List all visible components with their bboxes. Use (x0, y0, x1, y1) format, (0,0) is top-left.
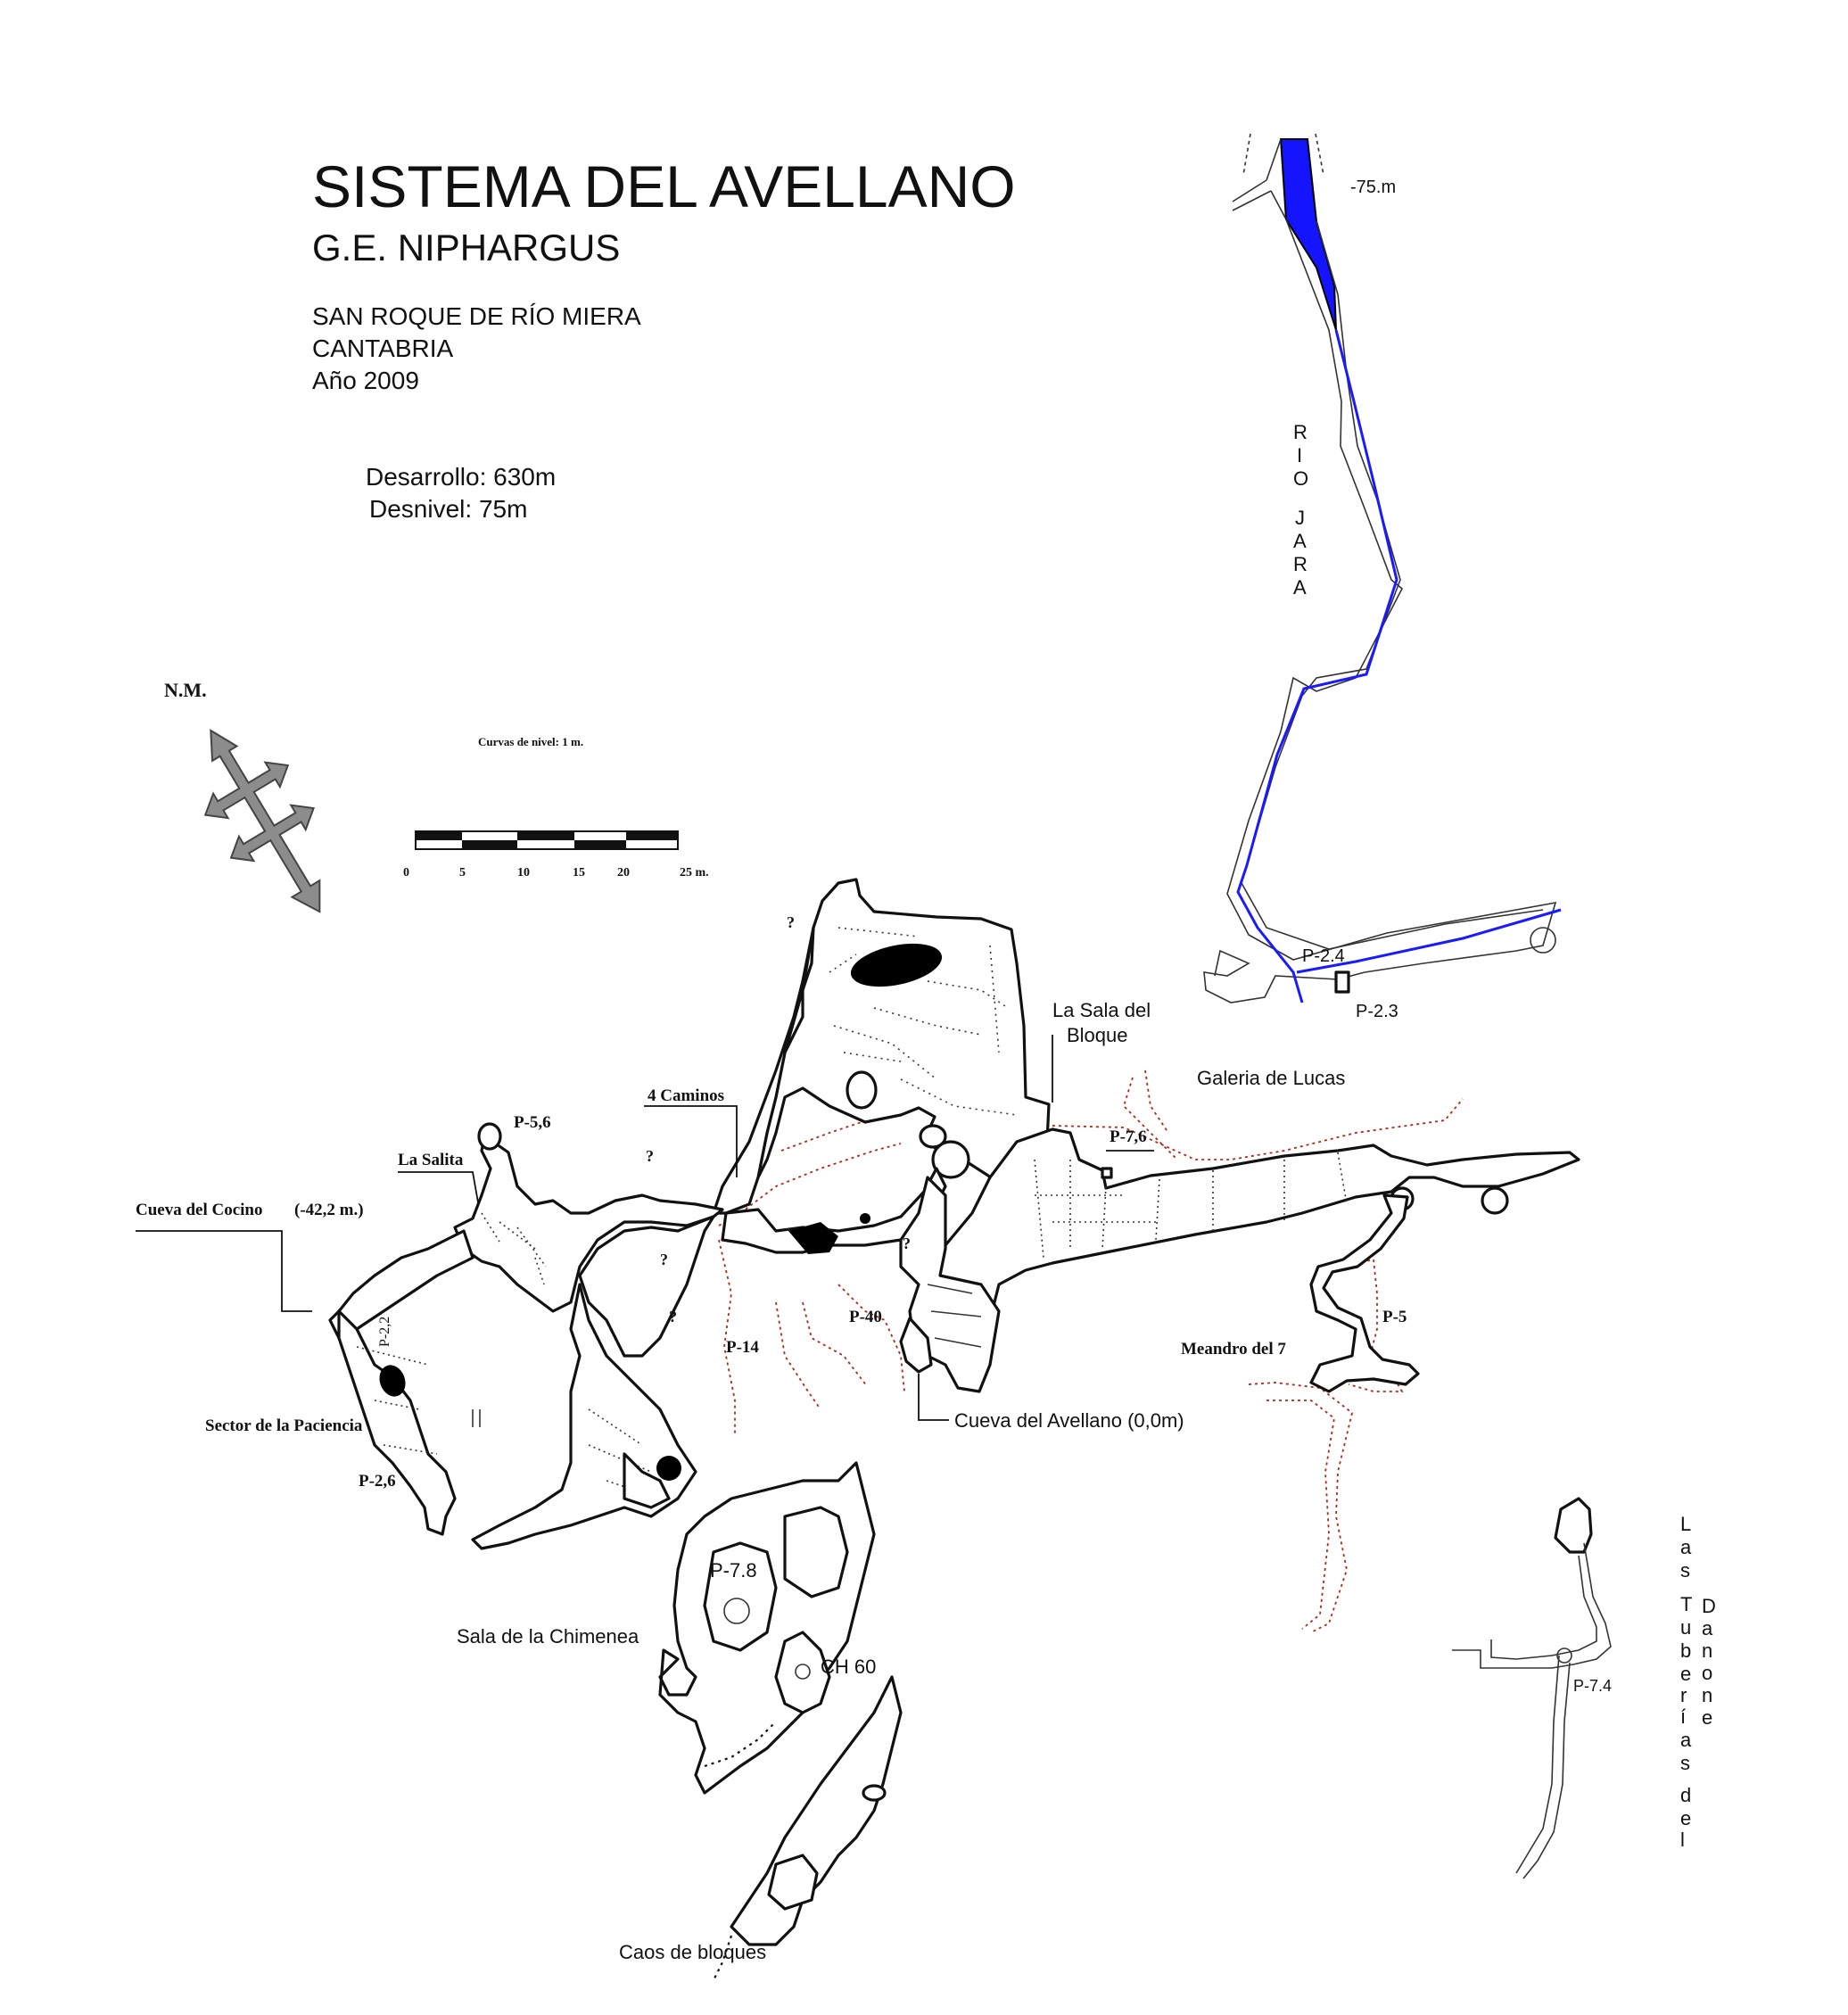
p26-label: P-2,6 (359, 1472, 396, 1491)
cueva-avellano-label: Cueva del Avellano (0,0m) (954, 1409, 1184, 1432)
north-arrow-icon (203, 729, 321, 913)
map-group: G.E. NIPHARGUS (312, 227, 620, 268)
tuberias-letter: r (1680, 1684, 1687, 1706)
tuberias-letter: s (1680, 1752, 1690, 1774)
tuberias-del-danone (1452, 1497, 1612, 1879)
rio-letter-o: O (1293, 467, 1308, 490)
tuberias-letter: a (1680, 1729, 1692, 1751)
cueva-cocino-label: Cueva del Cocino (136, 1201, 263, 1219)
tuberias-letter: í (1680, 1705, 1686, 1728)
rio-letter-i: I (1297, 444, 1302, 467)
p22-label: P-2,2 (377, 1317, 392, 1347)
leader-la-salita (398, 1171, 479, 1203)
sump-depth-label: -75.m (1350, 178, 1396, 197)
map-location-2: CANTABRIA (312, 334, 453, 362)
caos-label: Caos de bloques (619, 1941, 766, 1963)
cueva-del-avellano (899, 1176, 1001, 1393)
p76-label: P-7,6 (1110, 1127, 1147, 1146)
sala-de-la-chimenea (658, 1461, 876, 1795)
danone-letter: n (1702, 1639, 1712, 1662)
west-section (328, 1122, 724, 1358)
danone-letter: D (1702, 1595, 1716, 1617)
la-salita-label: La Salita (398, 1151, 464, 1169)
rio-jara-passage (1203, 133, 1562, 1003)
map-location-1: SAN ROQUE DE RÍO MIERA (312, 302, 641, 330)
scale-bar (415, 830, 679, 850)
leader-4-caminos (644, 1105, 738, 1177)
tuberias-letter: u (1680, 1616, 1691, 1639)
danone-letter: a (1702, 1617, 1713, 1639)
cocino-depth-label: (-42,2 m.) (294, 1201, 364, 1219)
jara-letter-a1: A (1293, 530, 1307, 552)
scale-tick-15: 15 (573, 866, 585, 879)
sector-de-la-paciencia (337, 1309, 481, 1536)
danone-letter: o (1702, 1662, 1712, 1684)
sala-del-bloque (756, 878, 1051, 1197)
central-chamber (471, 1283, 697, 1550)
caos-de-bloques (713, 1675, 903, 1981)
p56-label: P-5,6 (514, 1113, 551, 1132)
p14-label: P-14 (726, 1338, 759, 1357)
galeria-lucas-label: Galeria de Lucas (1197, 1067, 1345, 1089)
scale-tick-0: 0 (403, 866, 409, 879)
scale-tick-5: 5 (459, 866, 466, 879)
meandro-del-7 (1309, 1193, 1420, 1393)
leader-cueva-avellano (918, 1374, 949, 1421)
question-mark-3: ? (660, 1251, 668, 1268)
question-mark-1: ? (787, 913, 795, 931)
p74-label: P-7.4 (1573, 1677, 1612, 1695)
depth-stat: Desnivel: 75m (369, 495, 527, 523)
question-mark-4: ? (669, 1308, 677, 1325)
p5-label: P-5 (1382, 1308, 1407, 1326)
p23-label: P-2.3 (1356, 1002, 1398, 1021)
sala-chimenea-label: Sala de la Chimenea (457, 1625, 639, 1648)
tuberias-letter: l (1680, 1829, 1685, 1851)
sector-paciencia-label: Sector de la Paciencia (205, 1416, 363, 1435)
meandro-label: Meandro del 7 (1181, 1340, 1286, 1358)
scale-tick-20: 20 (617, 866, 630, 879)
p78-label: P-7.8 (710, 1559, 757, 1581)
north-label: N.M. (164, 679, 207, 701)
p40-label: P-40 (849, 1308, 882, 1326)
tuberias-letter: T (1680, 1593, 1692, 1615)
jara-letter-a2: A (1293, 576, 1307, 599)
map-year: Año 2009 (312, 367, 419, 394)
tuberias-letter: s (1680, 1559, 1690, 1581)
jara-letter-r: R (1293, 553, 1308, 575)
jara-letter-j: J (1295, 507, 1305, 529)
danone-letter: e (1702, 1706, 1712, 1729)
sala-bloque-label-1: La Sala del (1052, 999, 1151, 1021)
cuatro-caminos (712, 926, 947, 1254)
tuberias-letter: b (1680, 1639, 1691, 1662)
leader-cueva-cocino (136, 1230, 312, 1312)
question-mark-2: ? (646, 1147, 654, 1165)
cuatro-caminos-label: 4 Caminos (648, 1086, 724, 1105)
development-stat: Desarrollo: 630m (366, 463, 556, 491)
question-mark-5: ? (903, 1235, 911, 1252)
tuberias-letter: a (1680, 1536, 1692, 1558)
ch60-label: CH 60 (821, 1656, 876, 1678)
scale-tick-10: 10 (517, 866, 530, 879)
tuberias-letter: L (1680, 1513, 1691, 1535)
p24-label: P-2.4 (1302, 946, 1345, 966)
rio-letter-r: R (1293, 421, 1308, 443)
map-title: SISTEMA DEL AVELLANO (312, 153, 1016, 219)
tuberias-letter: d (1680, 1784, 1691, 1806)
scale-tick-25: 25 m. (680, 866, 709, 879)
danone-letter: n (1702, 1684, 1712, 1706)
tuberias-letter: e (1680, 1663, 1691, 1685)
sala-bloque-label-2: Bloque (1067, 1024, 1128, 1046)
tuberias-letter: e (1680, 1807, 1691, 1829)
contour-note: Curvas de nivel: 1 m. (478, 735, 583, 748)
